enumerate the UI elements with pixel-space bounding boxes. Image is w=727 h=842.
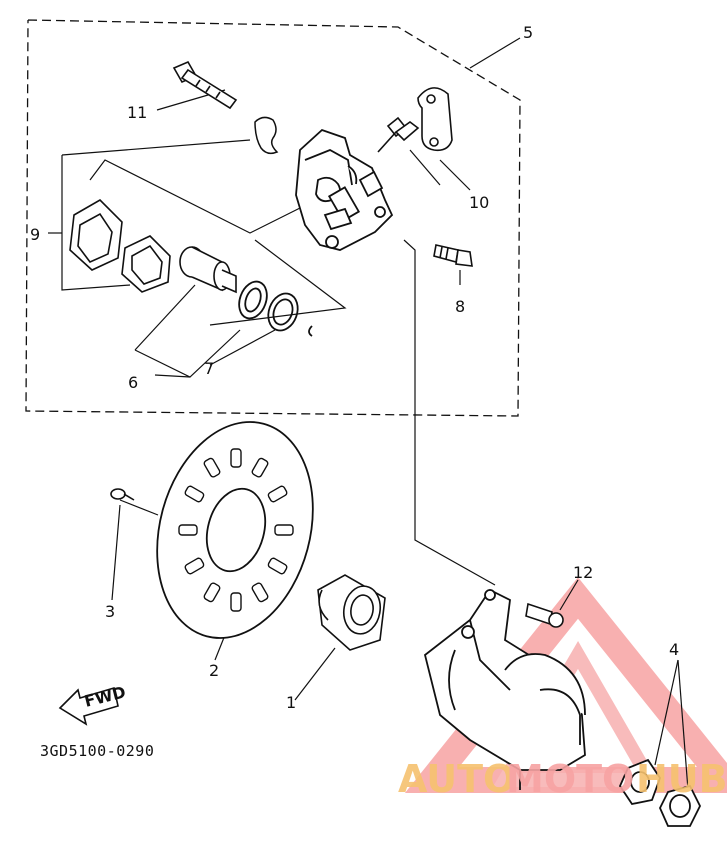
- disc-slot: [184, 557, 205, 575]
- disc-slot: [178, 524, 198, 536]
- pad-clip: [254, 116, 279, 155]
- caliper-assembly-box: [25, 19, 521, 417]
- disc-slot: [203, 582, 221, 603]
- label-part-6: 6: [128, 373, 138, 392]
- label-part-5: 5: [523, 23, 533, 42]
- leader-lines: [48, 37, 689, 791]
- label-part-1: 1: [286, 693, 296, 712]
- bolt-11: [172, 60, 238, 110]
- disc-slot: [274, 524, 294, 536]
- brake-disc-2: [156, 421, 314, 639]
- nuts-4: [618, 758, 702, 827]
- bolt-8: [433, 244, 473, 267]
- label-part-4: 4: [669, 640, 679, 659]
- watermark-moto: MOTO: [506, 757, 634, 801]
- disc-slot: [251, 457, 269, 478]
- seals-7: [238, 280, 313, 337]
- disc-slot: [203, 457, 221, 478]
- caliper-body: [295, 128, 394, 251]
- label-part-11: 11: [127, 103, 147, 122]
- label-part-7: 7: [204, 359, 214, 378]
- rear-housing: [423, 588, 586, 790]
- disc-slot: [230, 592, 242, 612]
- disc-slot: [267, 485, 288, 503]
- caliper-bracket-10: [377, 87, 453, 153]
- disc-slot: [267, 557, 288, 575]
- disc-slot: [184, 485, 205, 503]
- piston-6: [179, 246, 237, 294]
- label-part-3: 3: [105, 602, 115, 621]
- brake-pads-9: [69, 199, 171, 293]
- diagram-code: 3GD5100-0290: [40, 742, 154, 760]
- hub-1: [317, 574, 386, 651]
- label-part-2: 2: [209, 661, 219, 680]
- label-part-9: 9: [30, 225, 40, 244]
- watermark-auto: AUTO: [398, 757, 515, 801]
- screw-3: [110, 488, 135, 501]
- label-part-12: 12: [573, 563, 593, 582]
- label-part-10: 10: [469, 193, 489, 212]
- disc-slot: [251, 582, 269, 603]
- watermark-text: AUTO MOTO HUB: [398, 757, 727, 801]
- disc-slot: [230, 448, 242, 468]
- bolt-12: [525, 602, 564, 628]
- watermark-hub: HUB: [636, 757, 727, 801]
- fwd-arrow: FWD: [58, 682, 128, 726]
- label-part-8: 8: [455, 297, 465, 316]
